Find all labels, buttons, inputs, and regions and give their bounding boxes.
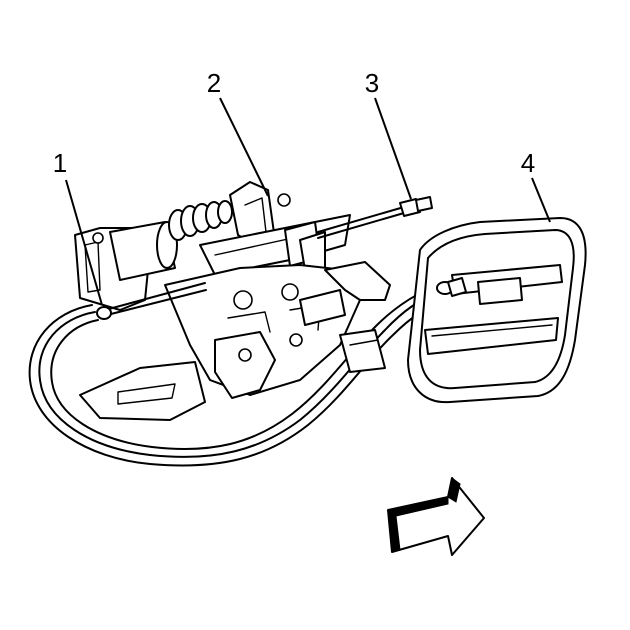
outside-handle [407,217,587,404]
latch-assembly [74,181,391,421]
actuator-boot [168,200,233,241]
callout-2: 2 [207,68,221,98]
callout-leaders [65,97,551,306]
callout-3: 3 [365,68,379,98]
leader-1 [65,179,103,306]
leader-2 [219,97,269,197]
callout-1: 1 [53,148,67,178]
leader-3 [374,97,412,200]
lock-rod [317,196,433,239]
forward-direction-arrow-icon [387,477,485,556]
callout-4: 4 [521,148,535,178]
leader-4 [531,177,551,223]
handle-cable-loop [28,283,453,467]
